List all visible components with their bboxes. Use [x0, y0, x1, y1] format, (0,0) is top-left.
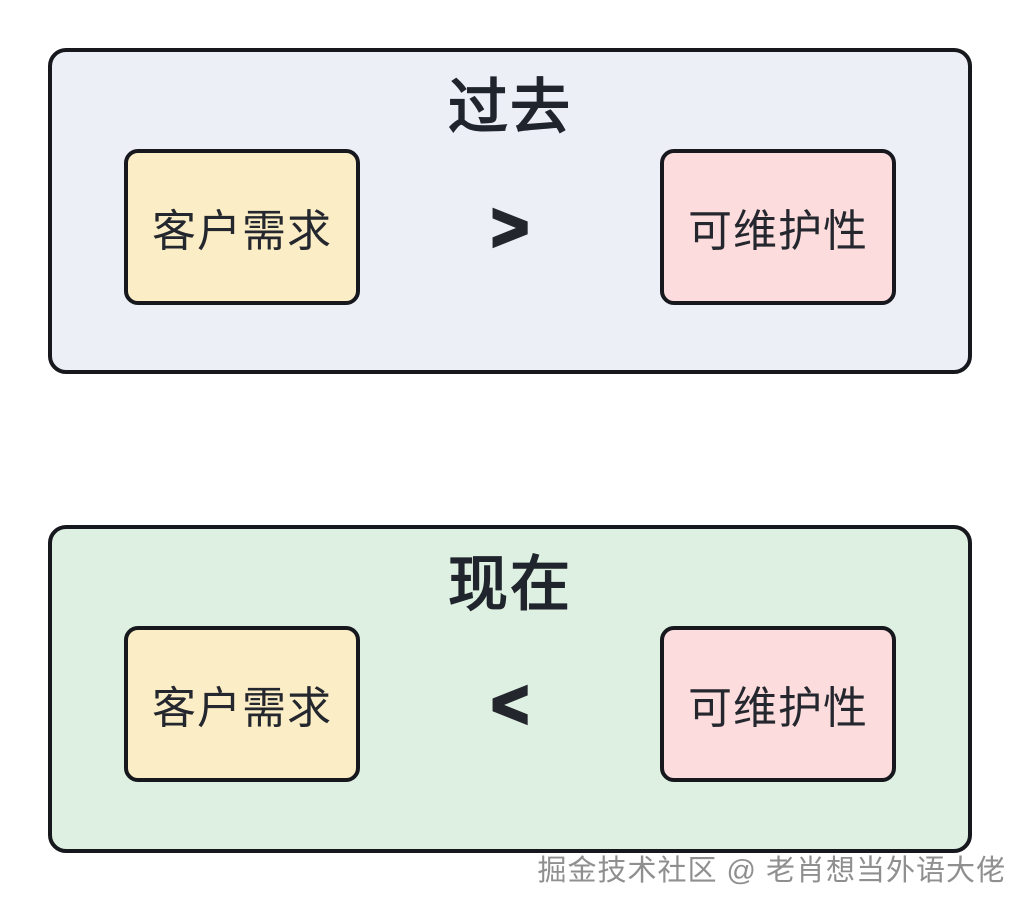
greater-than-icon: >: [490, 189, 530, 265]
watermark-text: 掘金技术社区 @ 老肖想当外语大佬: [537, 855, 1006, 887]
panel-present-content: 客户需求 < 可维护性: [52, 626, 968, 782]
maintainability-box: 可维护性: [660, 626, 896, 782]
less-than-icon: <: [490, 666, 530, 742]
customer-demand-box: 客户需求: [124, 626, 360, 782]
customer-demand-label: 客户需求: [152, 207, 332, 256]
panel-past-content: 客户需求 > 可维护性: [52, 149, 968, 305]
maintainability-label: 可维护性: [688, 684, 868, 733]
customer-demand-box: 客户需求: [124, 149, 360, 305]
customer-demand-label: 客户需求: [152, 684, 332, 733]
panel-present: 现在 客户需求 < 可维护性: [48, 525, 972, 853]
maintainability-label: 可维护性: [688, 207, 868, 256]
panel-present-title: 现在: [448, 551, 572, 618]
panel-past: 过去 客户需求 > 可维护性: [48, 48, 972, 374]
panel-past-title: 过去: [448, 74, 572, 141]
maintainability-box: 可维护性: [660, 149, 896, 305]
